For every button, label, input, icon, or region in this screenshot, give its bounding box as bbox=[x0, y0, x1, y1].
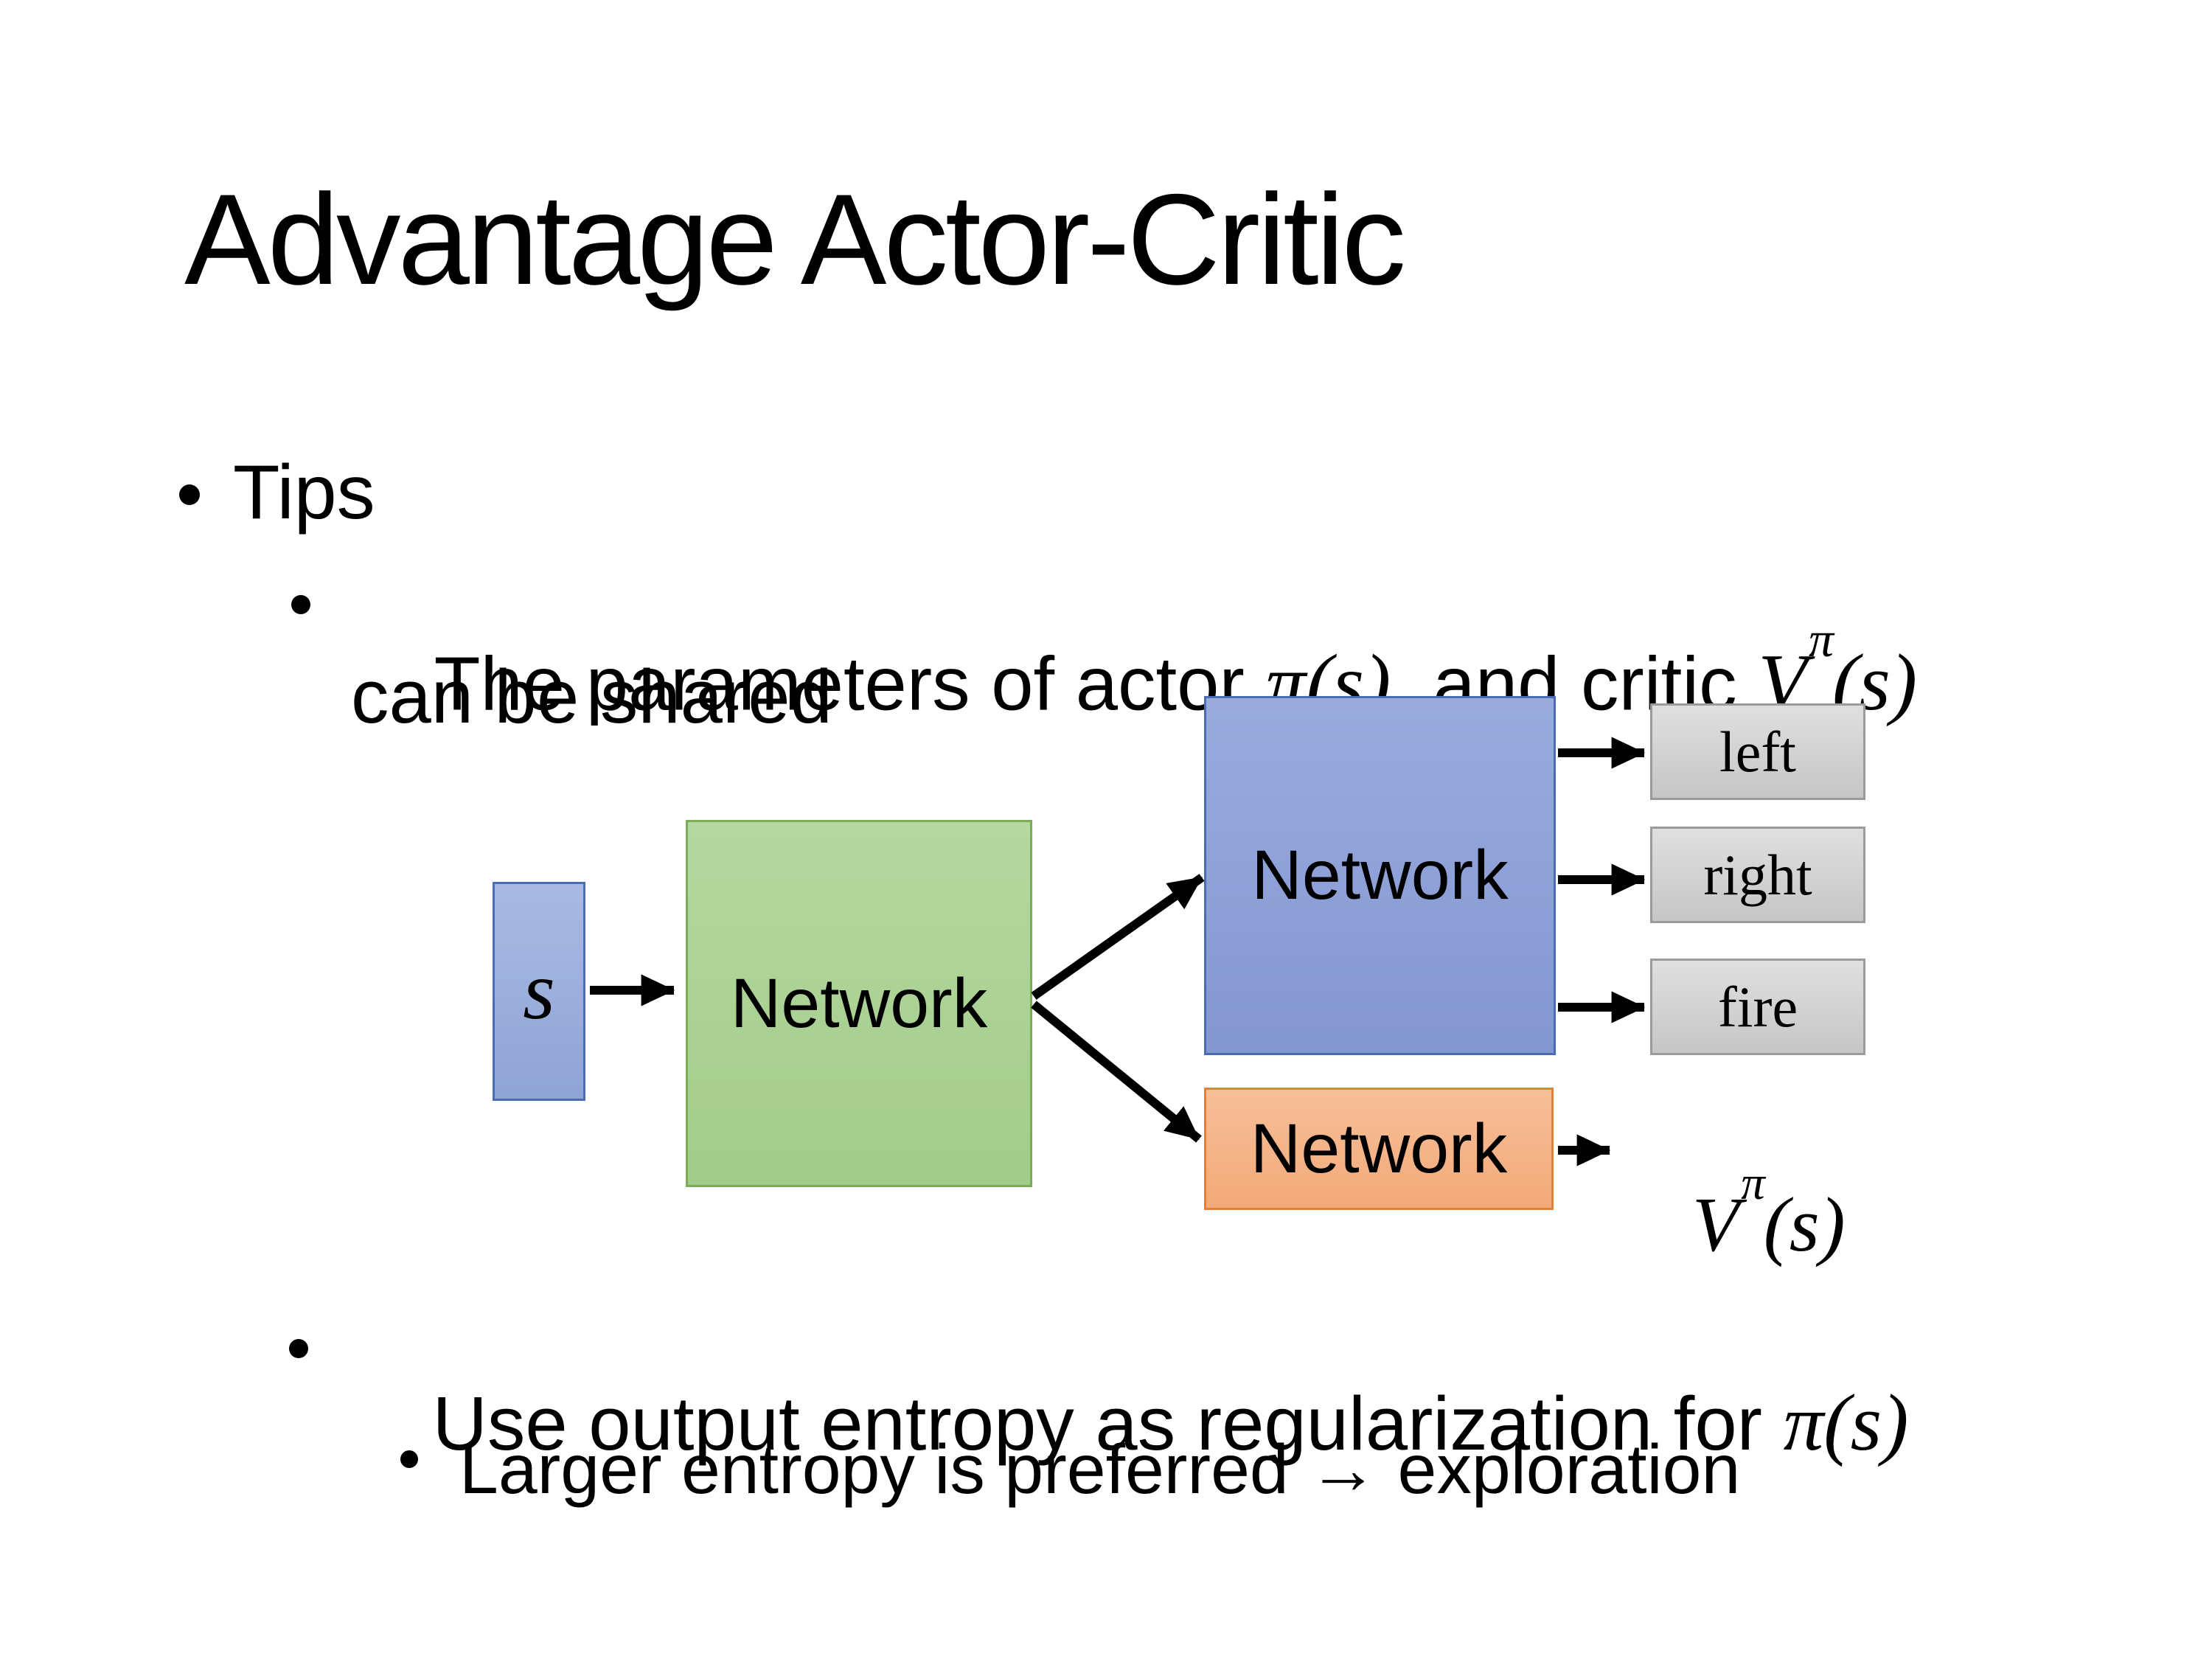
bullet-dot-exploration bbox=[400, 1450, 418, 1468]
action-box-left: left bbox=[1650, 703, 1865, 800]
bullet-dot-tips bbox=[179, 484, 200, 505]
state-label: s bbox=[523, 945, 555, 1037]
shared-network-label: Network bbox=[730, 964, 988, 1043]
bullet-shared-line2: can be shared bbox=[351, 654, 832, 739]
bullet-entropy: Use output entropy as regularization for… bbox=[348, 1307, 1909, 1539]
critic-network-box: Network bbox=[1204, 1088, 1554, 1210]
page-title: Advantage Actor-Critic bbox=[184, 168, 1406, 312]
bullet-dot-shared bbox=[291, 595, 310, 614]
bullet-dot-entropy bbox=[289, 1339, 308, 1358]
actor-network-label: Network bbox=[1251, 836, 1509, 914]
arrow-shared-to-actor bbox=[1031, 874, 1205, 1000]
shared-pre-text: The parameters of actor bbox=[434, 641, 1266, 726]
action-box-right: right bbox=[1650, 827, 1865, 923]
entropy-pi-math: π(s) bbox=[1783, 1378, 1909, 1467]
bullet-tips: Tips bbox=[233, 450, 375, 535]
actor-network-box: Network bbox=[1204, 696, 1556, 1055]
bullet-exploration: Larger entropy is preferred → exploratio… bbox=[459, 1430, 1741, 1509]
value-output-math: Vπ(s) bbox=[1692, 1157, 1846, 1267]
critic-network-label: Network bbox=[1250, 1109, 1508, 1188]
action-box-fire: fire bbox=[1650, 959, 1865, 1055]
entropy-pre-text: Use output entropy as regularization for bbox=[432, 1381, 1784, 1466]
arrow-shared-to-critic bbox=[1031, 1001, 1202, 1143]
state-input-box: s bbox=[493, 882, 585, 1101]
shared-network-box: Network bbox=[686, 820, 1032, 1187]
